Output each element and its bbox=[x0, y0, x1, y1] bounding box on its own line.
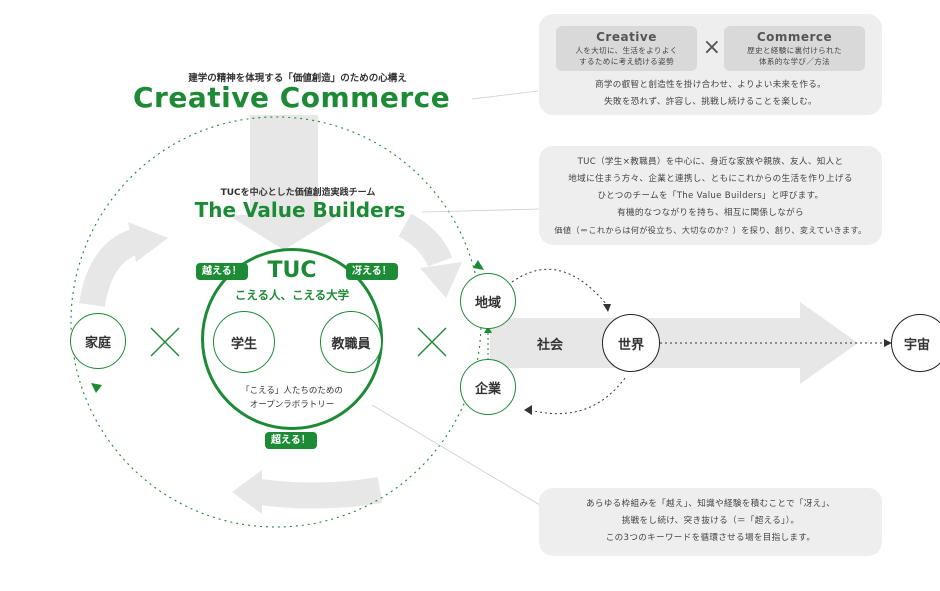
panel-line: この3つのキーワードを循環させる場を目指します。 bbox=[605, 533, 816, 543]
creative-commerce-panel: Creative 人を大切に、生活をよりよく するために考え続ける姿勢 × Co… bbox=[539, 14, 882, 115]
times-region bbox=[417, 327, 447, 357]
times-icon: × bbox=[702, 35, 722, 60]
panel-line: 挑戦をし続け、突き抜ける（＝「超える」）。 bbox=[621, 516, 800, 526]
panel-line: 価値（＝これからは何が役立ち、大切なのか？）を探り、創り、変えていきます。 bbox=[554, 225, 867, 235]
cycle-head-bottom-left bbox=[91, 383, 102, 393]
leader-creative bbox=[471, 90, 539, 100]
leader-keyword bbox=[371, 404, 541, 506]
leader-team bbox=[421, 208, 541, 213]
tag-koeru: 越える！ bbox=[196, 263, 248, 280]
team-panel: TUC（学生×教職員）を中心に、身近な家族や親族、友人、知人と 地域に住まう方々… bbox=[539, 146, 882, 245]
tag-koeru-bottom: 超える！ bbox=[265, 432, 317, 449]
student-node: 学生 bbox=[213, 311, 275, 373]
panel-line: TUC（学生×教職員）を中心に、身近な家族や親族、友人、知人と bbox=[577, 157, 844, 167]
commerce-line: 体系的な学び／方法 bbox=[758, 57, 831, 66]
caption-line: 「こえる」人たちのための bbox=[241, 386, 343, 396]
cycle-arrow-bottom bbox=[258, 477, 383, 509]
creative-line: するために考え続ける姿勢 bbox=[579, 57, 674, 66]
tuc-caption: 「こえる」人たちのための オープンラボラトリー bbox=[232, 384, 352, 412]
arc-world-company-head bbox=[524, 405, 532, 415]
panel-line: 商学の叡智と創造性を掛け合わせ、よりよい未来を作る。 bbox=[594, 80, 827, 90]
team-title: The Value Builders bbox=[194, 198, 406, 222]
panel-line: 有機的なつながりを持ち、相互に関係しながら bbox=[617, 208, 804, 218]
commerce-line: 歴史と経験に裏付けられた bbox=[747, 46, 842, 55]
creative-line: 人を大切に、生活をよりよく bbox=[575, 46, 678, 55]
faculty-node: 教職員 bbox=[320, 311, 382, 373]
world-node: 世界 bbox=[602, 314, 660, 372]
region-node: 地域 bbox=[460, 273, 516, 329]
panel-line: あらゆる枠組みを「越え」、知識や経験を積むことで「冴え」、 bbox=[585, 499, 836, 509]
company-node: 企業 bbox=[460, 359, 516, 415]
times-family bbox=[150, 327, 180, 357]
cycle-arrow-right-down bbox=[398, 213, 453, 268]
tag-saeru: 冴える！ bbox=[346, 263, 398, 280]
arc-world-company bbox=[529, 377, 626, 415]
creative-commerce-text: 商学の叡智と創造性を掛け合わせ、よりよい未来を作る。 失敗を恐れず、許容し、挑戦… bbox=[539, 77, 882, 111]
cycle-arrow-right-down-head bbox=[420, 262, 462, 298]
cycle-arrow-bottom-head bbox=[232, 470, 262, 514]
panel-line: ひとつのチームを「The Value Builders」と呼びます。 bbox=[597, 191, 824, 201]
keyword-panel: あらゆる枠組みを「越え」、知識や経験を積むことで「冴え」、 挑戦をし続け、突き抜… bbox=[539, 488, 882, 556]
team-subtitle: TUCを中心とした価値創造実践チーム bbox=[220, 188, 376, 198]
tuc-tagline: こえる人、こえる大学 bbox=[234, 288, 350, 302]
cycle-arrow-left-up bbox=[79, 227, 144, 308]
commerce-heading: Commerce bbox=[756, 30, 833, 44]
line-world-universe-head bbox=[884, 339, 892, 347]
arc-region-world-head bbox=[603, 304, 611, 312]
creative-box: Creative 人を大切に、生活をよりよく するために考え続ける姿勢 bbox=[556, 26, 697, 71]
panel-line: 地域に住まう方々、企業と連携し、ともにこれからの生活を作り上げる bbox=[568, 174, 853, 184]
creative-heading: Creative bbox=[596, 30, 657, 44]
right-arrow bbox=[490, 302, 858, 384]
header-subtitle: 建学の精神を体現する「価値創造」のための心構え bbox=[188, 73, 407, 84]
caption-line: オープンラボラトリー bbox=[249, 400, 335, 410]
panel-line: 失敗を恐れず、許容し、挑戦し続けることを楽しむ。 bbox=[604, 97, 817, 107]
commerce-box: Commerce 歴史と経験に裏付けられた 体系的な学び／方法 bbox=[724, 26, 865, 71]
arc-region-world bbox=[511, 268, 608, 306]
society-label: 社会 bbox=[536, 338, 563, 353]
tuc-name: TUC bbox=[267, 258, 317, 283]
cycle-arrow-left-up-head bbox=[128, 222, 168, 262]
cycle-head-top-right bbox=[473, 260, 484, 270]
universe-node: 宇宙 bbox=[891, 314, 940, 372]
down-arrow bbox=[228, 115, 340, 250]
family-node: 家庭 bbox=[70, 313, 126, 369]
line-company-region-head bbox=[484, 326, 492, 333]
header-title: Creative Commerce bbox=[133, 81, 451, 114]
